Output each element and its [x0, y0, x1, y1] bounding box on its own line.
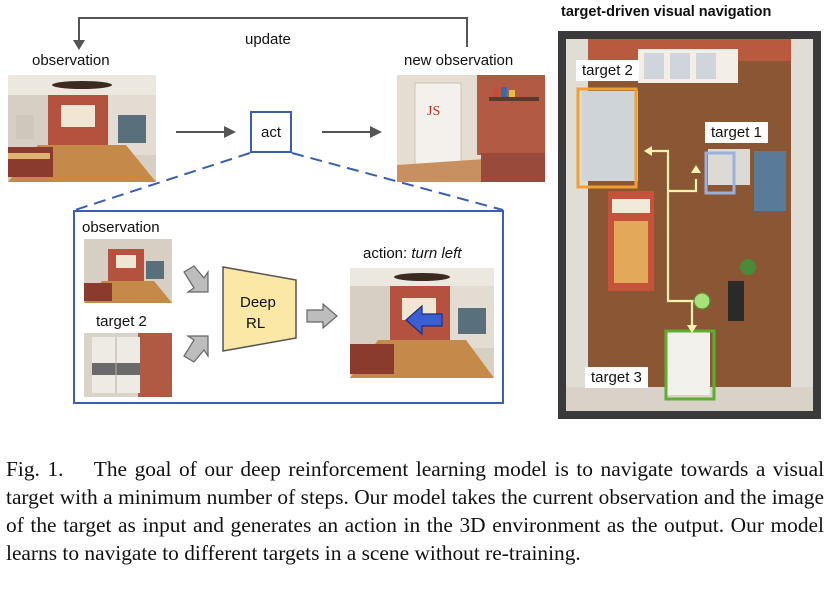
target-2-label: target 2	[576, 60, 639, 81]
target-1-label: target 1	[705, 122, 768, 143]
target-1-bbox	[704, 151, 736, 195]
new-observation-image: JS	[397, 75, 545, 182]
act-box: act	[250, 111, 292, 153]
zoom-lines	[74, 152, 504, 211]
caption-prefix: Fig. 1.	[6, 457, 64, 481]
agent-marker	[693, 292, 711, 310]
input-arrow-target	[183, 335, 209, 363]
inner-target-label: target 2	[96, 313, 147, 330]
figure-caption: Fig. 1. The goal of our deep reinforceme…	[6, 455, 824, 567]
action-image	[350, 268, 494, 378]
turn-left-arrow-icon	[405, 304, 443, 336]
target-3-label: target 3	[585, 367, 648, 388]
deep-rl-model	[222, 266, 297, 352]
input-arrow-observation	[183, 265, 209, 293]
act-label: act	[260, 123, 281, 141]
navigation-paths	[650, 149, 698, 329]
observation-image	[8, 75, 156, 182]
new-observation-label: new observation	[404, 52, 514, 69]
arrow-to-act	[176, 126, 236, 138]
inner-target-image	[84, 333, 172, 397]
target-2-bbox	[576, 87, 638, 189]
inner-observation-label: observation	[82, 219, 160, 236]
caption-text: The goal of our deep reinforcement learn…	[6, 457, 825, 565]
model-label-line2: RL	[246, 315, 266, 332]
output-arrow	[306, 303, 338, 329]
action-prefix: action:	[363, 245, 412, 262]
inner-observation-image	[84, 239, 172, 303]
svg-text:JS: JS	[427, 104, 440, 119]
model-detail-box	[73, 210, 504, 404]
model-label-line1: Deep	[240, 294, 276, 311]
action-label: action: turn left	[363, 245, 461, 262]
action-value: turn left	[411, 245, 462, 262]
update-label: update	[245, 31, 291, 48]
target-3-bbox	[664, 329, 716, 401]
scene-top-down-map	[558, 31, 821, 419]
map-title: target-driven visual navigation	[561, 4, 772, 20]
observation-label: observation	[32, 52, 110, 69]
update-loop-arrow	[73, 17, 468, 50]
arrow-from-act	[322, 126, 382, 138]
